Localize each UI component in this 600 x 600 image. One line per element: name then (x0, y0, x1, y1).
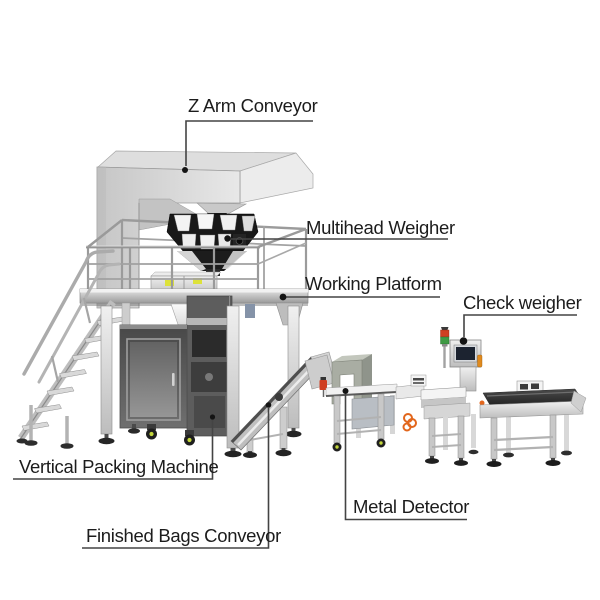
callout-line-check-weigher (463, 314, 577, 337)
touch-screen (456, 347, 475, 360)
label-multihead-weigher: Multihead Weigher (306, 217, 455, 238)
platform-legs-graphic (98, 305, 302, 445)
label-metal-detector: Metal Detector (353, 496, 470, 517)
cabinet-door (126, 338, 181, 421)
callout-dot-multihead-weigher (224, 235, 231, 242)
label-finished-bags-conveyor: Finished Bags Conveyor (86, 525, 281, 546)
label-check-weigher: Check weigher (463, 292, 582, 313)
control-box-blue (245, 304, 255, 318)
callout-line-vertical-packing-machine (13, 420, 214, 480)
yellow-sticker (165, 280, 174, 286)
platform-front-leg-graphic (224, 305, 242, 458)
callout-dot-finished-bags-conveyor (265, 402, 272, 408)
callout-dot-working-platform (279, 293, 287, 301)
vertical-packing-machine-graphic (119, 295, 233, 446)
orange-handle (477, 354, 483, 368)
door-handle (172, 373, 175, 386)
multihead-weigher-graphic (150, 213, 259, 296)
alarm-lamp (319, 380, 327, 390)
callout-dot-z-arm-conveyor (182, 167, 188, 173)
callout-dot-vertical-packing-machine (209, 414, 216, 420)
tower-green-lamp (440, 336, 450, 345)
check-weigher-graphic (395, 327, 485, 466)
takeaway-conveyor-graphic (479, 380, 587, 467)
yellow-sticker (193, 278, 202, 284)
callout-line-metal-detector (344, 394, 467, 521)
metal-detector-graphic (304, 354, 417, 452)
callout-dot-metal-detector (342, 388, 349, 394)
label-working-platform: Working Platform (305, 273, 442, 294)
label-vertical-packing-machine: Vertical Packing Machine (19, 456, 219, 477)
callout-dot-check-weigher (459, 337, 468, 345)
label-z-arm-conveyor: Z Arm Conveyor (188, 95, 318, 116)
callout-line-z-arm-conveyor (185, 120, 313, 166)
tower-red-lamp (440, 329, 450, 338)
callout-line-finished-bags-conveyor (82, 408, 270, 549)
callouts (13, 120, 577, 549)
